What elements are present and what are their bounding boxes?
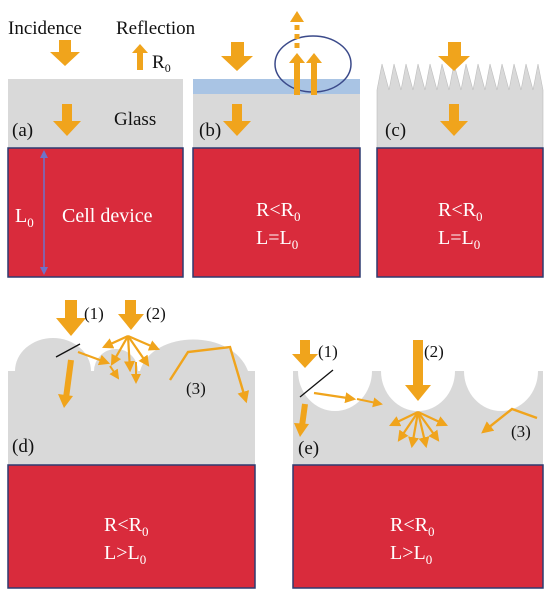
panel-b: (b) R<R0 L=L0 [192,11,361,278]
panel-c: (c) R<R0 L=L0 [376,42,544,278]
reflected-arrow-1 [289,53,305,95]
cell-device-layer [376,147,544,278]
length-marker-top [40,150,48,158]
ray-tag-2: (2) [146,304,166,323]
incidence-arrow-2 [118,300,144,330]
panel-e: (1) (2) (3) (e) R<R0 L>L0 [292,340,544,589]
cell-device-layer [7,464,256,589]
glass-layer [8,79,183,148]
refracted-head-1 [58,394,73,408]
r0-label: R0 [152,52,171,75]
length-relation: L=L0 [256,227,298,252]
transmitted-arrow [440,104,468,136]
scatter-ray-2f [417,411,448,427]
nanotextured-surface [376,63,544,149]
length-relation: L=L0 [438,227,480,252]
panel-tag-a: (a) [12,120,33,141]
incidence-legend-arrow [50,40,80,66]
incidence-arrow-1 [56,300,86,336]
scatter-ray-2c [123,335,135,373]
ray-tag-3: (3) [186,379,206,398]
antireflection-coating [193,79,360,94]
cell-device-layer [292,464,544,589]
incidence-arrow [438,42,470,71]
refracted-ray-1 [299,403,308,427]
microdome-glass [8,338,255,465]
panel-a: Glass (a) L0 Cell device [7,79,184,278]
scatter-ray-2e [127,334,161,351]
glass-label: Glass [114,109,156,130]
reflection-legend-arrow [132,44,148,70]
incidence-label: Incidence [8,18,82,39]
ray-tag-3: (3) [511,422,531,441]
refracted-ray-1 [63,359,74,399]
reflected-ray-1 [313,391,357,404]
ray-tag-1: (1) [84,304,104,323]
panel-tag-c: (c) [385,120,406,141]
reflected-dashed-head [290,11,304,22]
secondary-ray-1 [109,365,120,380]
panel-tag-d: (d) [12,436,34,457]
secondary-ray-1 [356,397,383,408]
transmitted-arrow [53,104,81,136]
scatter-ray-2b [110,335,129,366]
reflection-label: Reflection [116,18,196,39]
ray-tag-1: (1) [318,342,338,361]
reflectance-relation: R<R0 [104,514,148,539]
reflectance-relation: R<R0 [438,199,482,224]
surface-tangent-1 [55,343,81,358]
length-relation: L>L0 [104,542,146,567]
panel-tag-b: (b) [199,120,221,141]
ray-tag-2: (2) [424,342,444,361]
length-label: L0 [15,205,34,230]
scatter-ray-2d [416,411,430,449]
length-relation: L>L0 [390,542,432,567]
scatter-ray-2d [127,335,150,367]
cell-device-layer [7,147,184,278]
reflected-arrow-2 [306,53,322,95]
surface-tangent-1 [299,369,334,398]
scatter-ray-2c [408,411,420,449]
transmitted-arrow [223,104,251,136]
refracted-head-1 [294,423,309,437]
scatter-ray-2b [397,411,419,442]
incidence-arrow-1 [292,340,318,368]
reflectance-relation: R<R0 [256,199,300,224]
scatter-ray-2a [102,335,129,349]
reflected-ray-1 [77,350,111,366]
panel-tag-e: (e) [298,438,319,459]
multi-bounce-ray-3 [481,407,538,434]
scatter-ray-2e [417,411,440,442]
cell-device-layer [192,147,361,278]
reflectance-relation: R<R0 [390,514,434,539]
length-marker-bottom [40,267,48,275]
scatter-ray-2a [389,411,419,427]
multi-bounce-ray-3 [168,345,250,404]
panel-d: (1) (2) (3) (d) R<R0 L>L0 [7,300,256,589]
incidence-arrow [221,42,253,71]
cell-device-label: Cell device [62,205,153,227]
incidence-arrow-2 [405,340,431,401]
